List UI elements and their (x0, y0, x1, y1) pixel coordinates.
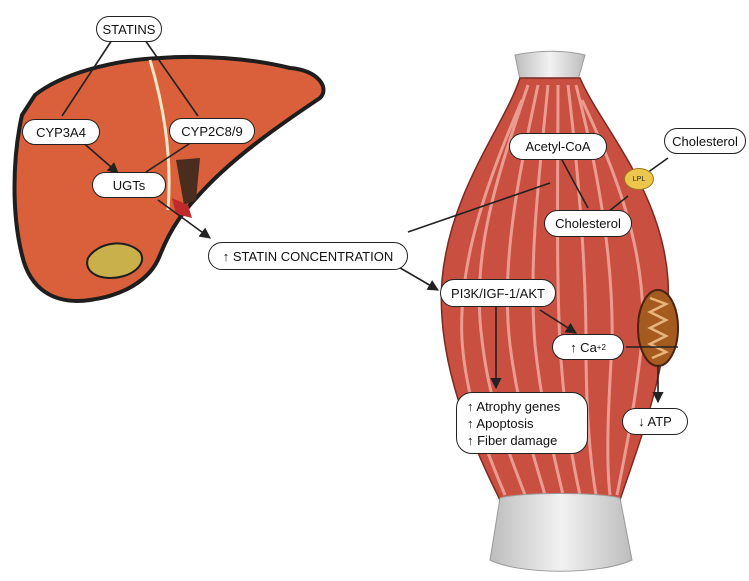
cyp2c8-label: CYP2C8/9 (169, 118, 255, 144)
ugts-label: UGTs (92, 172, 166, 198)
outcomes-box: ↑ Atrophy genes ↑ Apoptosis ↑ Fiber dama… (456, 392, 588, 454)
statin-concentration-label: ↑ STATIN CONCENTRATION (208, 242, 408, 270)
lpl-enzyme: LPL (624, 168, 654, 190)
outcome-apoptosis: ↑ Apoptosis (467, 415, 534, 432)
muscle-bottom-tendon (490, 494, 632, 572)
mitochondria-illustration (638, 290, 678, 366)
statins-label: STATINS (96, 16, 162, 42)
acetyl-coa-label: Acetyl-CoA (509, 133, 607, 160)
muscle-top-tendon (515, 51, 585, 80)
pi3k-igf1-akt-label: PI3K/IGF-1/AKT (440, 279, 556, 307)
atp-label: ↓ ATP (622, 408, 688, 435)
calcium-text: ↑ Ca (570, 340, 597, 355)
calcium-label: ↑ Ca+2 (552, 334, 624, 360)
outcome-fiber-damage: ↑ Fiber damage (467, 432, 557, 449)
cyp3a4-label: CYP3A4 (22, 119, 100, 145)
outcome-atrophy-genes: ↑ Atrophy genes (467, 398, 560, 415)
cholesterol-external-label: Cholesterol (664, 128, 746, 154)
muscle-illustration (441, 51, 668, 571)
calcium-charge: +2 (597, 343, 606, 352)
cholesterol-internal-label: Cholesterol (544, 210, 632, 237)
